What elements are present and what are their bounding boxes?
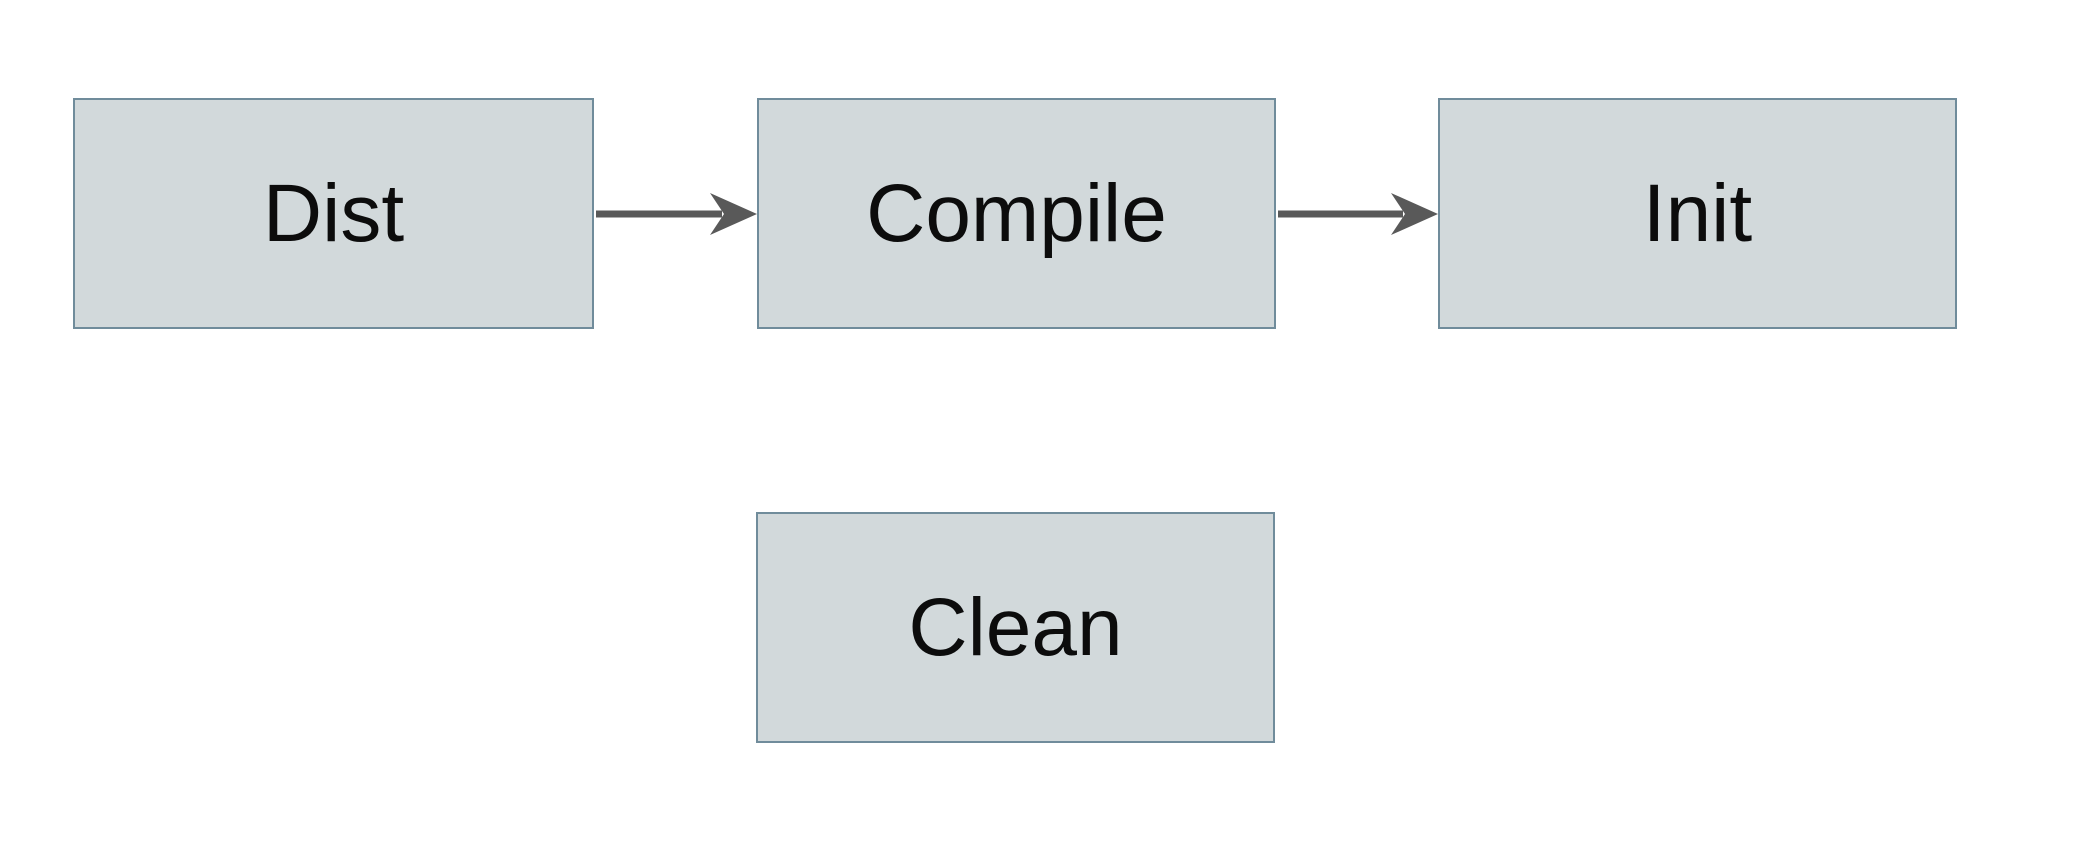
arrow-compile-to-init [1278, 193, 1438, 235]
node-compile-label: Compile [866, 167, 1167, 259]
node-init-label: Init [1642, 167, 1753, 259]
node-clean: Clean [756, 512, 1275, 743]
node-init: Init [1438, 98, 1957, 329]
node-compile: Compile [757, 98, 1276, 329]
arrow-dist-to-compile [596, 193, 757, 235]
node-dist: Dist [73, 98, 594, 329]
node-clean-label: Clean [908, 581, 1123, 673]
node-dist-label: Dist [262, 167, 405, 259]
